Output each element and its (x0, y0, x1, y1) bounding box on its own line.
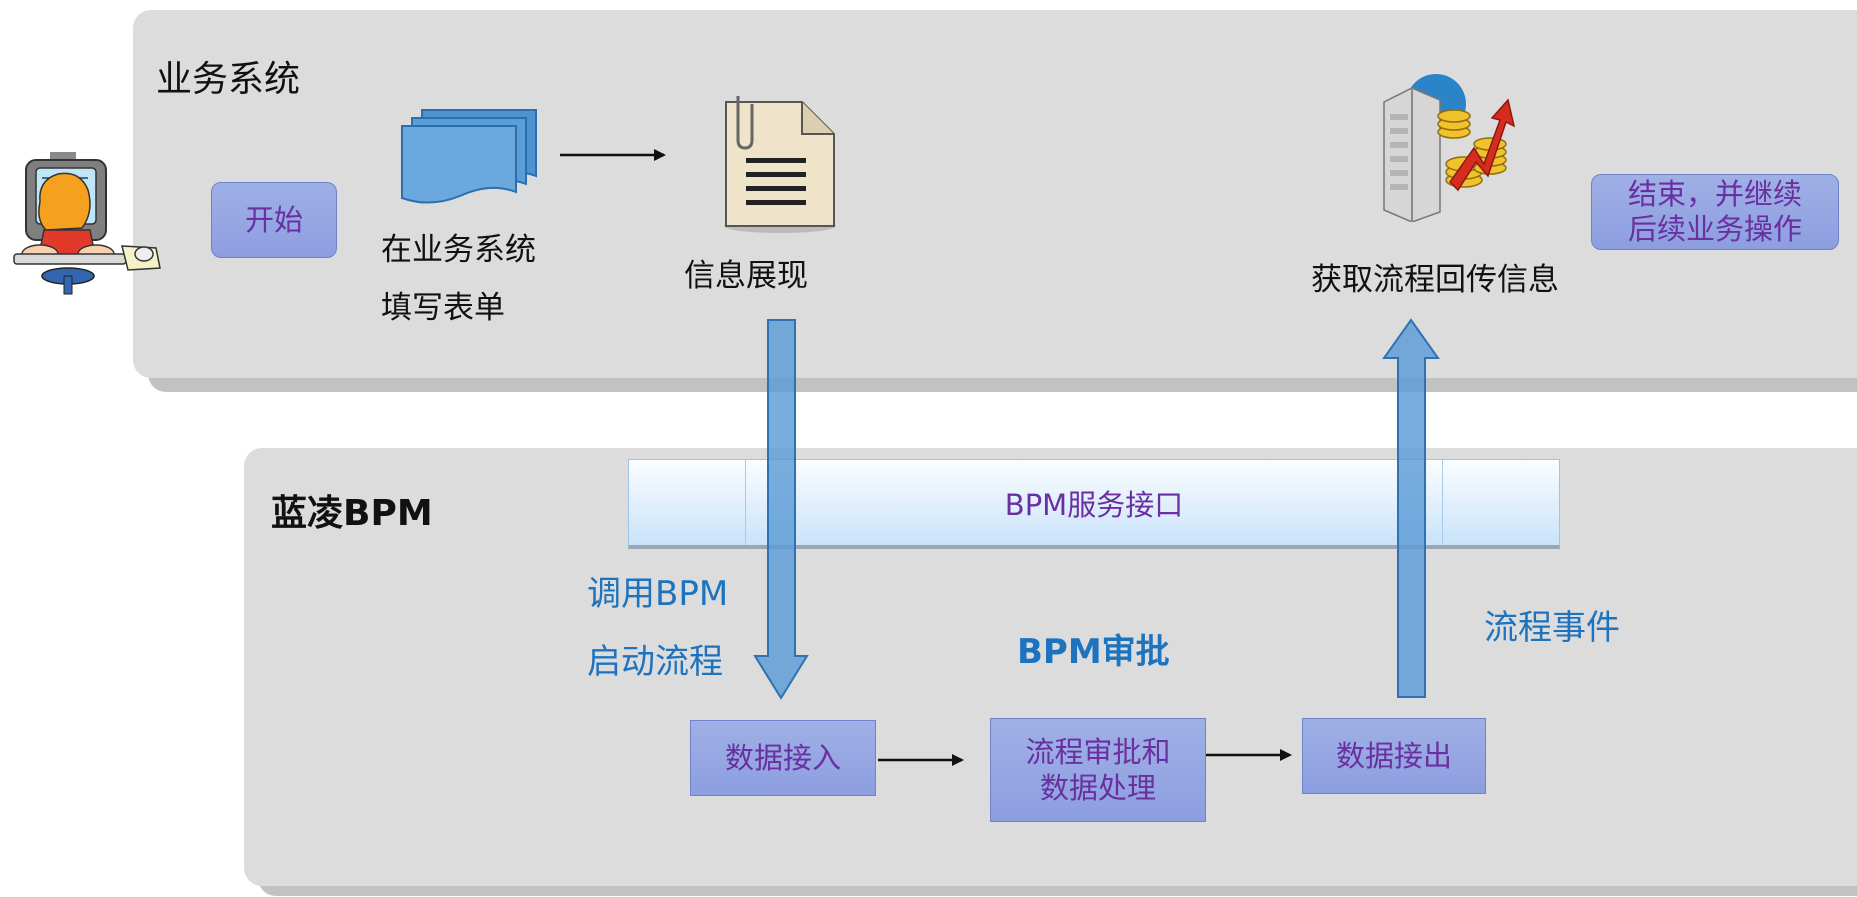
approve-node: 流程审批和 数据处理 (990, 718, 1206, 822)
fill-form-label-line1: 在业务系统 (381, 232, 536, 268)
info-display-label: 信息展现 (684, 258, 808, 294)
call-bpm-label-line1: 调用BPM (587, 574, 729, 614)
data-out-node: 数据接出 (1302, 718, 1486, 794)
call-bpm-label-line2: 启动流程 (587, 642, 723, 682)
clipped-document-icon (724, 96, 836, 233)
arrow-call-bpm (753, 319, 809, 700)
end-node-line1: 结束，并继续 (1627, 177, 1802, 211)
process-event-label: 流程事件 (1484, 608, 1620, 648)
bpm-approval-label: BPM审批 (1017, 632, 1170, 672)
fill-form-label-line2: 填写表单 (381, 290, 505, 326)
approve-node-line2: 数据处理 (1039, 771, 1156, 805)
server-with-coins-icon (1383, 74, 1516, 222)
stacked-documents-icon (401, 109, 537, 204)
top-panel-title: 业务系统 (156, 59, 301, 100)
approve-node-line1: 流程审批和 (1025, 735, 1171, 769)
end-node: 结束，并继续 后续业务操作 (1591, 174, 1839, 250)
interface-divider (1442, 460, 1443, 545)
interface-divider (745, 460, 746, 545)
get-callback-label: 获取流程回传信息 (1311, 262, 1559, 298)
start-node: 开始 (211, 182, 337, 258)
bottom-panel-title: 蓝凌BPM (271, 493, 433, 534)
user-at-computer-icon (13, 152, 161, 295)
arrow-process-event (1382, 318, 1440, 698)
data-in-node: 数据接入 (690, 720, 876, 796)
end-node-line2: 后续业务操作 (1627, 212, 1802, 246)
bpm-service-interface-label: BPM服务接口 (1004, 488, 1184, 522)
